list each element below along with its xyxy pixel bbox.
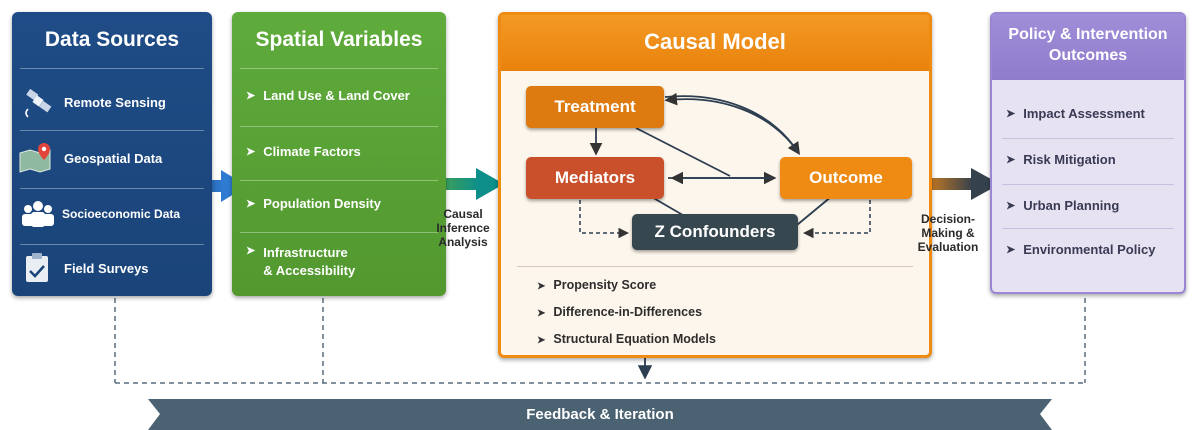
- divider: [20, 188, 204, 189]
- policy-header: Policy & Intervention Outcomes: [992, 14, 1184, 80]
- method-item: ➤ Structural Equation Models: [537, 332, 716, 346]
- data-source-item: Field Surveys: [18, 250, 206, 286]
- mediators-node: Mediators: [526, 157, 664, 199]
- decision-making-label: Decision- Making & Evaluation: [917, 212, 979, 254]
- divider: [20, 244, 204, 245]
- chevron-right-icon: ➤: [537, 308, 546, 319]
- chevron-right-icon: ➤: [1006, 108, 1016, 120]
- causal-model-header: Causal Model: [501, 15, 929, 71]
- spatial-variable-label: Land Use & Land Cover: [263, 88, 410, 103]
- divider: [1002, 184, 1174, 185]
- chevron-right-icon: ➤: [246, 90, 256, 102]
- satellite-icon: [25, 88, 52, 118]
- divider: [240, 232, 438, 233]
- method-item: ➤ Difference-in-Differences: [537, 305, 702, 319]
- divider: [20, 68, 204, 69]
- divider: [240, 180, 438, 181]
- data-sources-title: Data Sources: [44, 28, 180, 51]
- policy-item: ➤ Risk Mitigation: [998, 152, 1178, 167]
- method-label: Difference-in-Differences: [553, 305, 703, 319]
- chevron-right-icon: ➤: [1006, 154, 1016, 166]
- policy-panel: Policy & Intervention Outcomes ➤ Impact …: [990, 12, 1186, 294]
- data-sources-panel: Data Sources Remote Sensing Geospatial D…: [12, 12, 212, 296]
- treatment-node: Treatment: [526, 86, 664, 128]
- method-item: ➤ Propensity Score: [537, 278, 656, 292]
- chevron-right-icon: ➤: [537, 335, 546, 346]
- methods-divider: [517, 266, 913, 267]
- clipboard-icon: [26, 253, 48, 282]
- chevron-right-icon: ➤: [537, 281, 546, 292]
- spatial-variable-item: ➤ Land Use & Land Cover: [238, 88, 440, 103]
- policy-item: ➤ Environmental Policy: [998, 242, 1178, 257]
- divider: [1002, 228, 1174, 229]
- divider: [240, 126, 438, 127]
- spatial-variable-item: ➤ Climate Factors: [238, 144, 440, 159]
- chevron-right-icon: ➤: [246, 146, 256, 158]
- chevron-right-icon: ➤: [1006, 200, 1016, 212]
- policy-item: ➤ Urban Planning: [998, 198, 1178, 213]
- outcome-node: Outcome: [780, 157, 912, 199]
- feedback-label: Feedback & Iteration: [526, 406, 674, 423]
- data-source-item: Geospatial Data: [18, 140, 206, 176]
- chevron-right-icon: ➤: [246, 198, 256, 210]
- people-icon: [22, 201, 54, 227]
- map-pin-icon: [19, 143, 51, 173]
- data-source-item: Remote Sensing: [18, 84, 206, 120]
- confounders-node: Z Confounders: [632, 214, 798, 250]
- chevron-right-icon: ➤: [246, 245, 256, 257]
- data-source-label: Socioeconomic Data: [62, 207, 181, 221]
- policy-item: ➤ Impact Assessment: [998, 106, 1178, 121]
- method-label: Propensity Score: [553, 278, 657, 292]
- divider: [240, 68, 438, 69]
- method-label: Structural Equation Models: [553, 332, 716, 346]
- spatial-variable-label: Infrastructure & Accessibility: [263, 245, 356, 278]
- divider: [1002, 138, 1174, 139]
- policy-label: Impact Assessment: [1023, 106, 1145, 121]
- spatial-variables-panel: Spatial Variables ➤ Land Use & Land Cove…: [232, 12, 446, 296]
- data-source-label: Remote Sensing: [64, 94, 166, 110]
- data-source-item: Socioeconomic Data: [18, 196, 206, 232]
- spatial-variable-label: Climate Factors: [263, 144, 361, 159]
- policy-label: Environmental Policy: [1023, 242, 1156, 257]
- data-source-label: Field Surveys: [64, 260, 149, 276]
- policy-title: Policy & Intervention Outcomes: [1008, 26, 1168, 64]
- chevron-right-icon: ➤: [1006, 244, 1016, 256]
- feedback-banner: [148, 399, 1052, 430]
- data-source-label: Geospatial Data: [64, 150, 163, 166]
- causal-model-title: Causal Model: [644, 29, 786, 54]
- spatial-variable-item: ➤ Population Density: [238, 196, 440, 211]
- spatial-variables-title: Spatial Variables: [255, 28, 423, 51]
- divider: [20, 130, 204, 131]
- policy-label: Risk Mitigation: [1023, 152, 1116, 167]
- causal-inference-label: Causal Inference Analysis: [436, 207, 490, 249]
- policy-label: Urban Planning: [1023, 198, 1120, 213]
- spatial-variable-item: ➤ Infrastructure & Accessibility: [238, 244, 440, 280]
- spatial-variable-label: Population Density: [263, 196, 381, 211]
